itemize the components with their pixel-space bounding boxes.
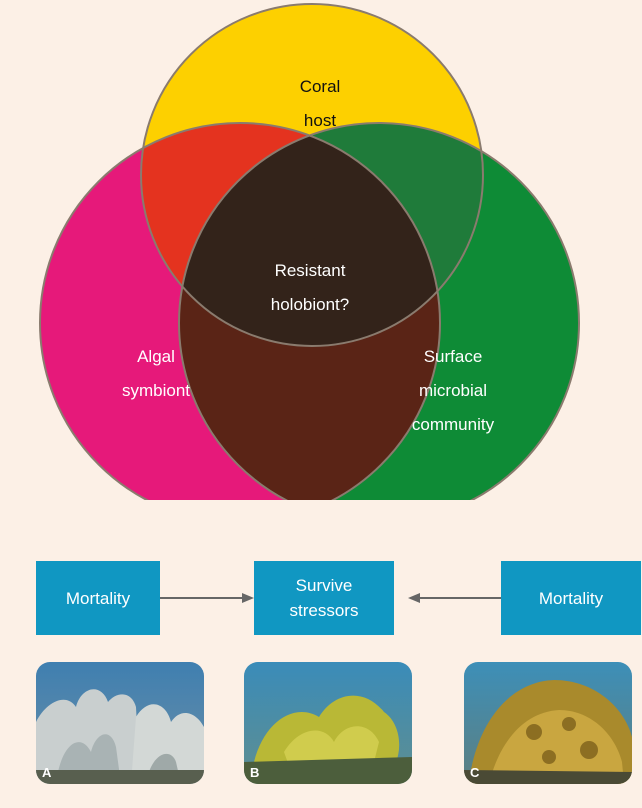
algal-symbiont-outline bbox=[39, 122, 441, 500]
coral-host-label-line2: host bbox=[304, 111, 336, 130]
mortality-left-label: Mortality bbox=[65, 588, 131, 608]
coral-host-label-line1: Coral bbox=[300, 77, 341, 96]
mortality-right-label: Mortality bbox=[538, 588, 604, 608]
algal-symbiont-label-line1: Algal bbox=[137, 347, 175, 366]
coral-photo-b: B bbox=[244, 662, 412, 784]
coral-photo-c: C bbox=[464, 662, 632, 784]
algal-symbiont-label-line2: symbiont bbox=[122, 381, 190, 400]
mortality-box-right: Mortality bbox=[501, 561, 641, 635]
coral-photo-a: A bbox=[36, 662, 204, 784]
surface-community-label-line2: microbial bbox=[419, 381, 487, 400]
triple-overlap bbox=[179, 123, 440, 346]
survive-label-line1: Survive bbox=[295, 576, 353, 595]
survive-stressors-box: Survive stressors bbox=[254, 561, 394, 635]
survive-label-line2: stressors bbox=[289, 601, 359, 620]
arrow-right-to-middle bbox=[408, 593, 501, 603]
surface-community-label-line3: community bbox=[412, 415, 495, 434]
center-label-line1: Resistant bbox=[275, 261, 346, 280]
surface-community-label-line1: Surface bbox=[424, 347, 483, 366]
photo-b-label: B bbox=[250, 765, 260, 780]
venn-diagram: Coral host Resistant holobiont? Algal sy… bbox=[39, 3, 580, 500]
photo-c-label: C bbox=[470, 765, 480, 780]
surface-microbial-outline bbox=[178, 122, 580, 500]
mortality-box-left: Mortality bbox=[36, 561, 160, 635]
arrow-left-to-middle bbox=[160, 593, 254, 603]
coral-host-outline bbox=[140, 3, 484, 347]
center-label-line2: holobiont? bbox=[271, 295, 349, 314]
photo-a-label: A bbox=[42, 765, 52, 780]
